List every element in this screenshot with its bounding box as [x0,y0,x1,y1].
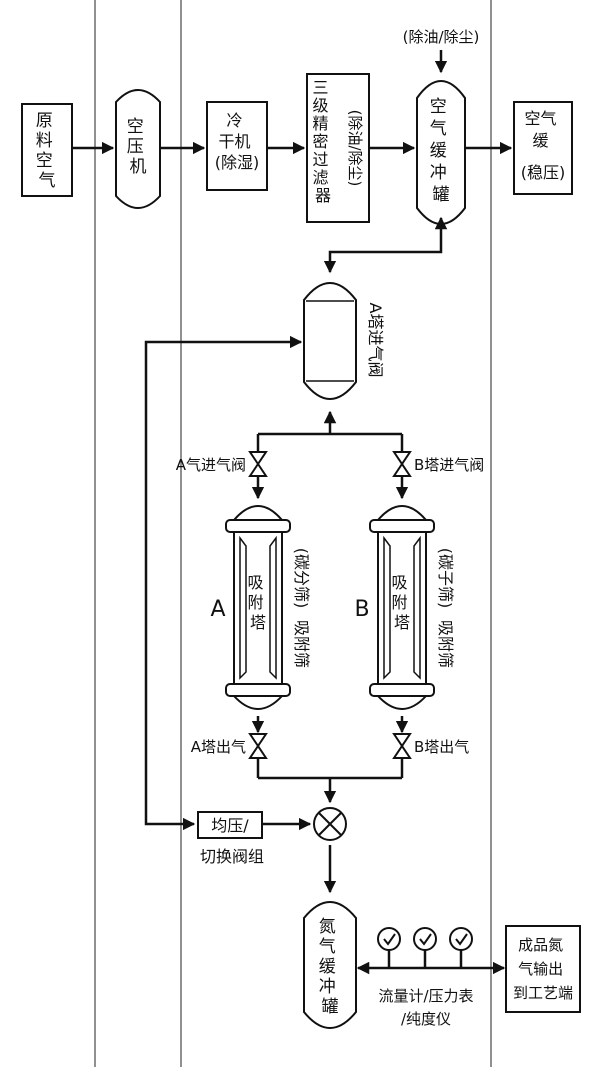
meters-label-line1: 流量计/压力表 [378,987,473,1005]
mixing-junction [313,807,347,841]
outlet-lines [251,716,409,894]
tower-b-inner-label: 吸 附 塔 [391,573,412,632]
valve-b-inlet-label: B塔进气阀 [414,456,484,474]
gauge-pressure-icon [413,927,437,951]
valve-a-outlet-label: A塔出气 [191,738,246,756]
tower-b-letter: B [354,597,369,622]
meters-label-line2: /纯度仪 [401,1010,451,1028]
tower-a-side1: (碳分筛) [292,548,311,609]
nitrogen-buffer-tank: 氮 气 缓 冲 罐 [303,901,357,1029]
precision-filter: 三 级 精 密 过 滤 器 (除油/除尘) [306,73,370,223]
gauge-purity-icon [449,927,473,951]
a-inlet-tank [303,282,357,400]
gauge-flow-icon [377,927,401,951]
switch-group-line1: 均压/ [211,816,249,835]
raw-air-label: 原 料 空 气 [36,111,58,191]
tower-b [369,505,435,710]
valve-b-inlet [392,451,412,477]
tower-b-side2: 吸附筛 [436,620,455,668]
valve-a-inlet [248,451,268,477]
dryer-label: 冷 干机 (除湿) [215,111,260,172]
valve-a-inlet-label: A气进气阀 [176,456,246,474]
raw-air-box: 原 料 空 气 [21,103,73,197]
valve-b-outlet [392,733,412,759]
filter-label: 三 级 精 密 过 滤 器 [312,78,333,205]
air-buffer-output-label: 空气 缓 (稳压) [521,109,566,182]
air-buffer-label: 空 气 缓 冲 罐 [430,97,452,205]
valve-a-outlet [248,733,268,759]
tower-a-side2: 吸附筛 [292,620,311,668]
tower-a [225,505,291,710]
a-inlet-tank-label: A塔进气阀 [366,303,385,378]
product-output-box: 成品氮 气输出 到工艺端 [505,925,581,1013]
product-line [356,950,506,975]
tower-b-side1: (碳子筛) [436,548,455,609]
refrigerated-dryer: 冷 干机 (除湿) [206,101,268,191]
lane-dividers [94,0,492,1067]
top-row-flow-lines [72,50,513,274]
tower-a-letter: A [210,597,225,622]
valve-b-outlet-label: B塔出气 [414,738,469,756]
inlet-header-lines [251,410,409,500]
switch-group-line2: 切换阀组 [200,847,264,866]
air-buffer-output-box: 空气 缓 (稳压) [513,101,573,195]
compressor-label: 空 压 机 [127,117,149,177]
product-output-label: 成品氮 气输出 到工艺端 [513,936,573,1002]
air-buffer-tank: 空 气 缓 冲 罐 [416,80,466,225]
feed-note: (除油/除尘) [403,28,480,46]
switch-valve-group: 均压/ 切换阀组 [197,811,264,866]
filter-note: (除油/除尘) [346,110,364,187]
return-loop-line [144,335,303,831]
tower-a-inner-label: 吸 附 塔 [247,573,268,632]
air-compressor: 空 压 机 [115,89,161,209]
nitrogen-buffer-label: 氮 气 缓 冲 罐 [319,917,341,1017]
